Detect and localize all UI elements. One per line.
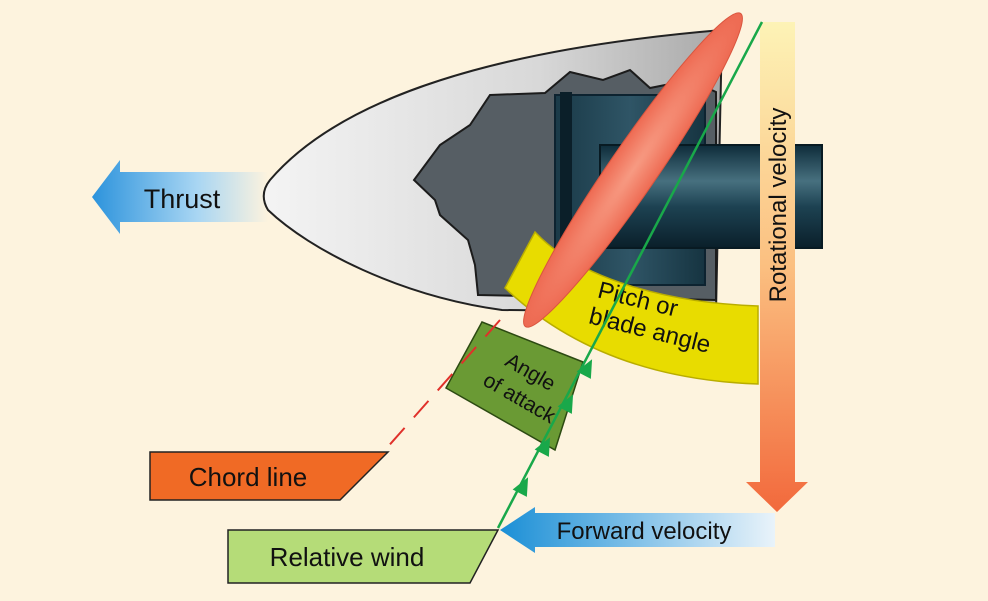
relative-wind-line — [496, 21, 764, 529]
thrust-arrow: Thrust — [92, 160, 268, 234]
relative-wind-arrowheads — [512, 359, 593, 497]
thrust-label: Thrust — [144, 184, 221, 214]
forward-velocity-label: Forward velocity — [557, 518, 732, 545]
relative-wind-label: Relative wind — [270, 542, 425, 572]
angle-of-attack-band: Angle of attack — [444, 321, 584, 452]
chord-line-extension — [384, 319, 501, 451]
forward-velocity-arrow: Forward velocity — [500, 507, 775, 553]
wind-arrowhead-2 — [557, 394, 574, 414]
wind-arrowhead-1 — [576, 359, 593, 379]
rotational-velocity-label: Rotational velocity — [765, 108, 792, 303]
rotational-velocity-arrow: Rotational velocity — [746, 22, 808, 512]
relative-wind-callout: Relative wind — [227, 529, 500, 584]
chord-line-callout: Chord line — [149, 451, 390, 501]
wind-arrowhead-4 — [512, 477, 529, 497]
wind-arrowhead-3 — [534, 437, 551, 457]
chord-line-label: Chord line — [189, 462, 308, 492]
propeller-blade — [523, 12, 743, 328]
